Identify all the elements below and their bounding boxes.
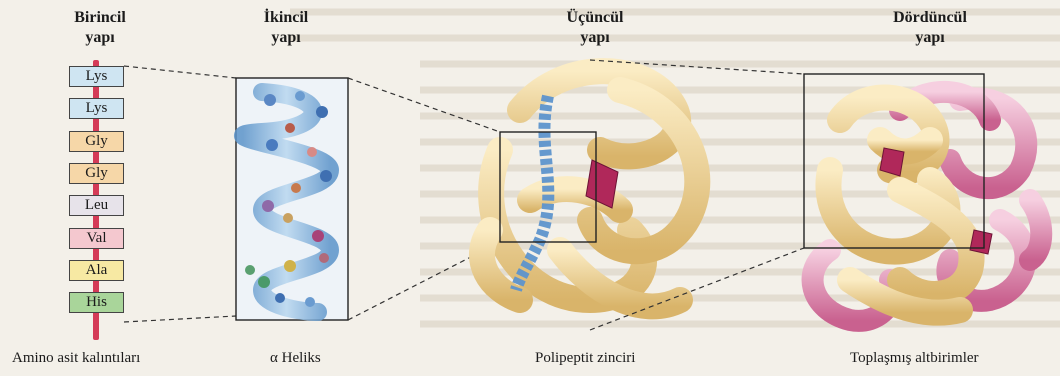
- aggregated-subunits-figure: [804, 74, 1041, 321]
- caption-aggregated-subunits: Toplaşmış altbirimler: [850, 350, 979, 367]
- polypeptide-chain-figure: [482, 71, 697, 306]
- caption-polypeptide-chain: Polipeptit zinciri: [535, 350, 635, 367]
- caption-amino-acid-residues: Amino asit kalıntıları: [12, 350, 140, 367]
- alpha-helix-figure: [236, 78, 348, 320]
- connector-primary-secondary: [124, 66, 236, 322]
- heme-group-2: [970, 230, 992, 254]
- yellow-subunits: [828, 98, 971, 313]
- caption-alpha-helix: α Heliks: [270, 350, 321, 367]
- connector-secondary-tertiary: [348, 78, 500, 320]
